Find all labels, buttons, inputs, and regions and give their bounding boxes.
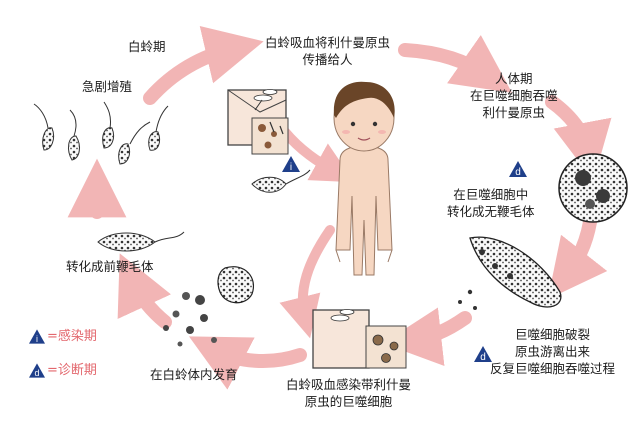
- arrow-top-to-human: [398, 35, 513, 93]
- promastigote-icon: [251, 169, 311, 193]
- multiplying-parasites-icon: [33, 101, 169, 165]
- arrow-human-to-bite: [279, 225, 335, 339]
- arrow-sandfly-to-promastigote: [117, 253, 172, 329]
- label-develop-in-sandfly: 在白蛉体内发育: [150, 367, 238, 382]
- svg-text:i: i: [36, 334, 38, 344]
- diagnostic-stage-badge-amastigote-icon: d: [509, 161, 527, 177]
- arrow-bottom-to-sandfly: [188, 336, 307, 390]
- label-rapid-multiply: 急剧增殖: [82, 79, 133, 94]
- inner-arrows: [279, 127, 355, 339]
- svg-text:d: d: [515, 167, 521, 177]
- arrow-bite-to-human: [280, 127, 355, 183]
- human-figure: [333, 81, 395, 276]
- burst-macrophage-icon: [458, 236, 562, 310]
- svg-text:i: i: [290, 162, 292, 172]
- infective-stage-badge-icon: i: [282, 156, 300, 172]
- legend-infective-badge-icon: i: [29, 329, 45, 344]
- label-sandfly-stage: 白蛉期: [128, 39, 166, 54]
- arrow-burst-to-bottom: [382, 307, 472, 366]
- developing-parasites-icon: [163, 266, 254, 347]
- legend-infective-label: =感染期: [47, 329, 97, 344]
- label-promastigote: 转化成前鞭毛体: [66, 259, 154, 274]
- svg-text:d: d: [480, 352, 486, 362]
- diagnostic-stage-badge-burst-icon: d: [474, 346, 492, 362]
- sandfly-bite-panel-bottom-icon: [312, 309, 407, 369]
- legend-diagnostic-label: =诊断期: [47, 363, 97, 378]
- label-macrophage-burst: 巨噬细胞破裂 原虫游离出来 反复巨噬细胞吞噬过程: [490, 327, 616, 376]
- sandfly-bite-panel-icon: [227, 89, 289, 155]
- legend-diagnostic-badge-icon: d: [29, 363, 45, 378]
- arrow-human-to-cell: [545, 95, 612, 181]
- label-human-stage: 人体期 在巨噬细胞吞噬 利什曼原虫: [470, 71, 558, 120]
- promastigote-left-icon: [97, 231, 185, 252]
- svg-text:d: d: [35, 368, 40, 378]
- arrow-cell-to-burst: [547, 215, 608, 300]
- arrow-sandfly-to-top: [143, 26, 264, 105]
- label-bite-infected: 白蛉吸血感染带利什曼 原虫的巨噬细胞: [286, 377, 412, 409]
- cycle-arrows: [67, 26, 612, 390]
- label-amastigote: 在巨噬细胞中 转化成无鞭毛体: [447, 187, 535, 219]
- label-bite-transmit: 白蛉吸血将利什曼原虫 传播给人: [265, 35, 391, 67]
- macrophage-icon: [558, 153, 628, 223]
